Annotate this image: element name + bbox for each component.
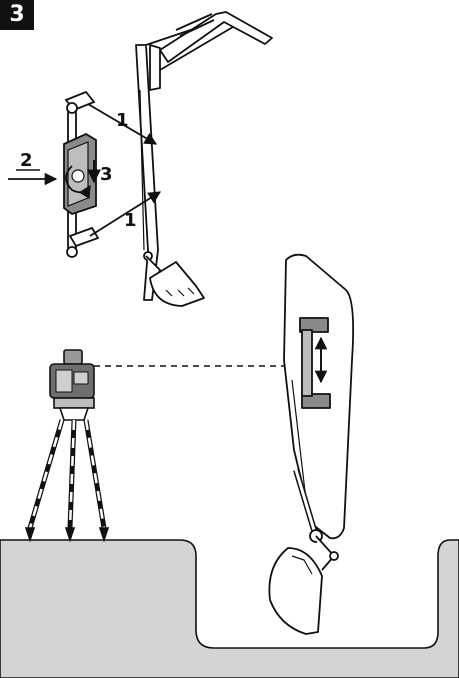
bracket-arrow-top [87,103,158,145]
callout-1-top: 1 [116,110,129,131]
rotation-arrow [65,165,91,199]
bracket-arrow-bottom [89,191,162,237]
excavator-arm-main [268,253,355,635]
receiver-bracket-detail [63,90,100,258]
step-number-badge: 3 [0,0,34,30]
excavator-arm-detail [135,11,273,307]
callout-3: 3 [100,164,113,185]
rotating-laser-tripod [24,349,110,543]
callout-1-bottom: 1 [124,210,137,231]
ground-trench [0,539,459,678]
callout-2: 2 [20,150,33,171]
